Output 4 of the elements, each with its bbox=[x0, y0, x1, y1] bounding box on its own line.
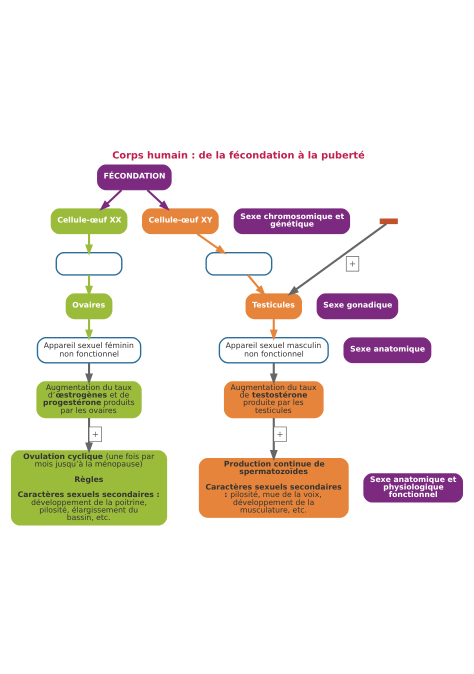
edge-label: + bbox=[349, 258, 356, 268]
edge-label: + bbox=[92, 428, 99, 439]
diagram-title: Corps humain : de la fécondation à la puberté bbox=[112, 150, 365, 162]
edge-label: + bbox=[276, 428, 284, 439]
